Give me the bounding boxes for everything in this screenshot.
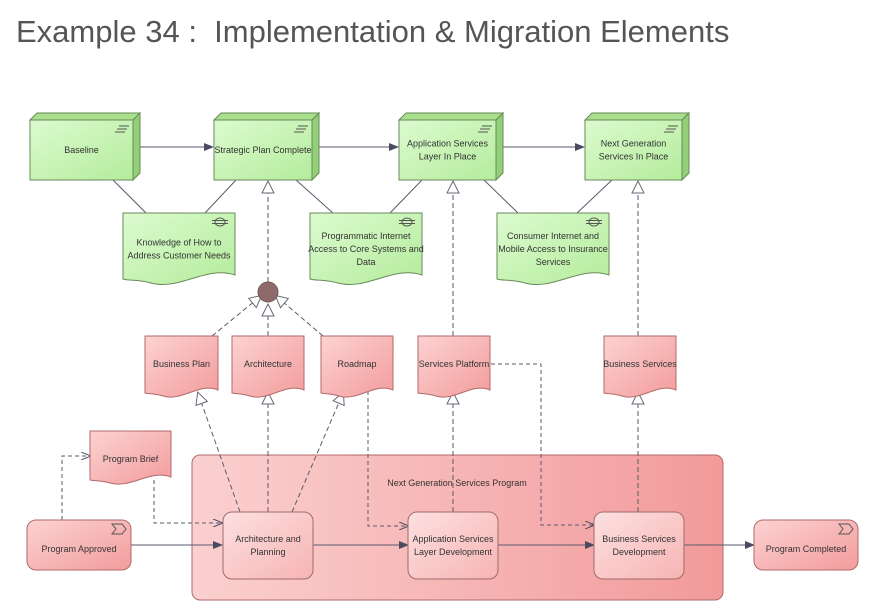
gap-icon: [399, 217, 415, 227]
gap-label-line: Services: [536, 257, 571, 267]
connector-servicesplatform-wp3: [470, 363, 594, 525]
plateau-group: Baseline Strategic Plan Complete Applicati…: [28, 111, 691, 182]
connector-programapproved-programbrief: [61, 456, 90, 520]
gap-label-line: Knowledge of How to: [136, 238, 221, 248]
deliverable-label-line: Program Brief: [103, 454, 159, 464]
deliverable-label-line: Architecture: [244, 359, 292, 369]
connector-gap3-appservices: [483, 179, 519, 214]
plateau-label-line: Application Services: [407, 139, 489, 149]
connector-roadmap-wp2: [367, 384, 408, 526]
plateau-label-line: Baseline: [64, 145, 99, 155]
event-node[interactable]: Program Approved: [26, 519, 132, 571]
deliverable-node[interactable]: Program Brief: [89, 430, 172, 485]
deliverable-node[interactable]: Architecture: [231, 335, 305, 398]
plateau-label-line: Strategic Plan Complete: [214, 145, 311, 155]
connector-gap2-strategic: [295, 179, 334, 214]
and-junction[interactable]: [257, 281, 279, 303]
plateau-icon: [664, 125, 678, 133]
plateau-label-line: Next Generation: [601, 139, 667, 149]
connector-wp1-businessplan: [198, 393, 241, 513]
event-node[interactable]: Program Completed: [753, 519, 859, 571]
gap-icon: [212, 217, 228, 227]
gap-label-line: Address Customer Needs: [127, 251, 231, 261]
diagram-title: Example 34 : Implementation & Migration …: [16, 14, 730, 49]
gap-label-line: Consumer Internet and: [507, 231, 599, 241]
connector-gap2-appservices: [389, 179, 423, 214]
plateau-icon: [478, 125, 492, 133]
work-package-label-line: Application Services: [412, 534, 494, 544]
event-label-line: Program Approved: [41, 544, 116, 554]
deliverable-node[interactable]: Business Services: [603, 335, 677, 398]
connector-gap1-strategic: [204, 179, 237, 214]
deliverable-label-line: Business Services: [603, 359, 677, 369]
plateau-label-line: Services In Place: [599, 152, 669, 162]
deliverable-label-line: Roadmap: [337, 359, 376, 369]
connector-gap3-nextgen: [576, 179, 613, 214]
gap-node[interactable]: Knowledge of How to Address Customer Need…: [122, 212, 236, 285]
plateau-label-line: Layer In Place: [419, 152, 477, 162]
deliverable-node[interactable]: Services Platform: [417, 335, 491, 398]
connector-wp1-roadmap: [291, 393, 343, 513]
deliverable-node[interactable]: Business Plan: [144, 335, 219, 398]
work-package-label-line: Architecture and: [235, 534, 301, 544]
work-package-label-line: Planning: [250, 547, 285, 557]
work-package-label-line: Development: [612, 547, 666, 557]
event-icon: [110, 523, 127, 535]
gap-label-line: Programmatic Internet: [321, 231, 411, 241]
deliverable-group: Business Plan Architecture Roadmap Services…: [89, 335, 677, 485]
connectors: [61, 143, 755, 549]
deliverable-label-line: Business Plan: [153, 359, 210, 369]
plateau-icon: [115, 125, 129, 133]
deliverable-node[interactable]: Roadmap: [320, 335, 394, 398]
connector-businessplan-junction: [211, 296, 261, 337]
deliverable-label-line: Services Platform: [419, 359, 490, 369]
connector-programbrief-wp1: [153, 480, 222, 523]
work-package-label-line: Layer Development: [414, 547, 493, 557]
connector-roadmap-junction: [276, 296, 324, 337]
gap-icon: [586, 217, 602, 227]
gap-label-line: Access to Core Systems and: [308, 244, 424, 254]
event-label-line: Program Completed: [766, 544, 847, 554]
plateau-icon: [294, 125, 308, 133]
gap-label-line: Data: [356, 257, 375, 267]
event-group: Program Approved Program Completed: [26, 519, 859, 571]
gap-group: Knowledge of How to Address Customer Need…: [122, 212, 610, 285]
gap-label-line: Mobile Access to Insurance: [498, 244, 608, 254]
connector-gap1-baseline: [112, 179, 147, 214]
event-icon: [837, 523, 854, 535]
plateau-node[interactable]: Strategic Plan Complete: [212, 111, 321, 182]
plateau-node[interactable]: Baseline: [28, 111, 142, 182]
work-package-label-line: Business Services: [602, 534, 676, 544]
program-label: Next Generation Services Program: [387, 478, 527, 488]
